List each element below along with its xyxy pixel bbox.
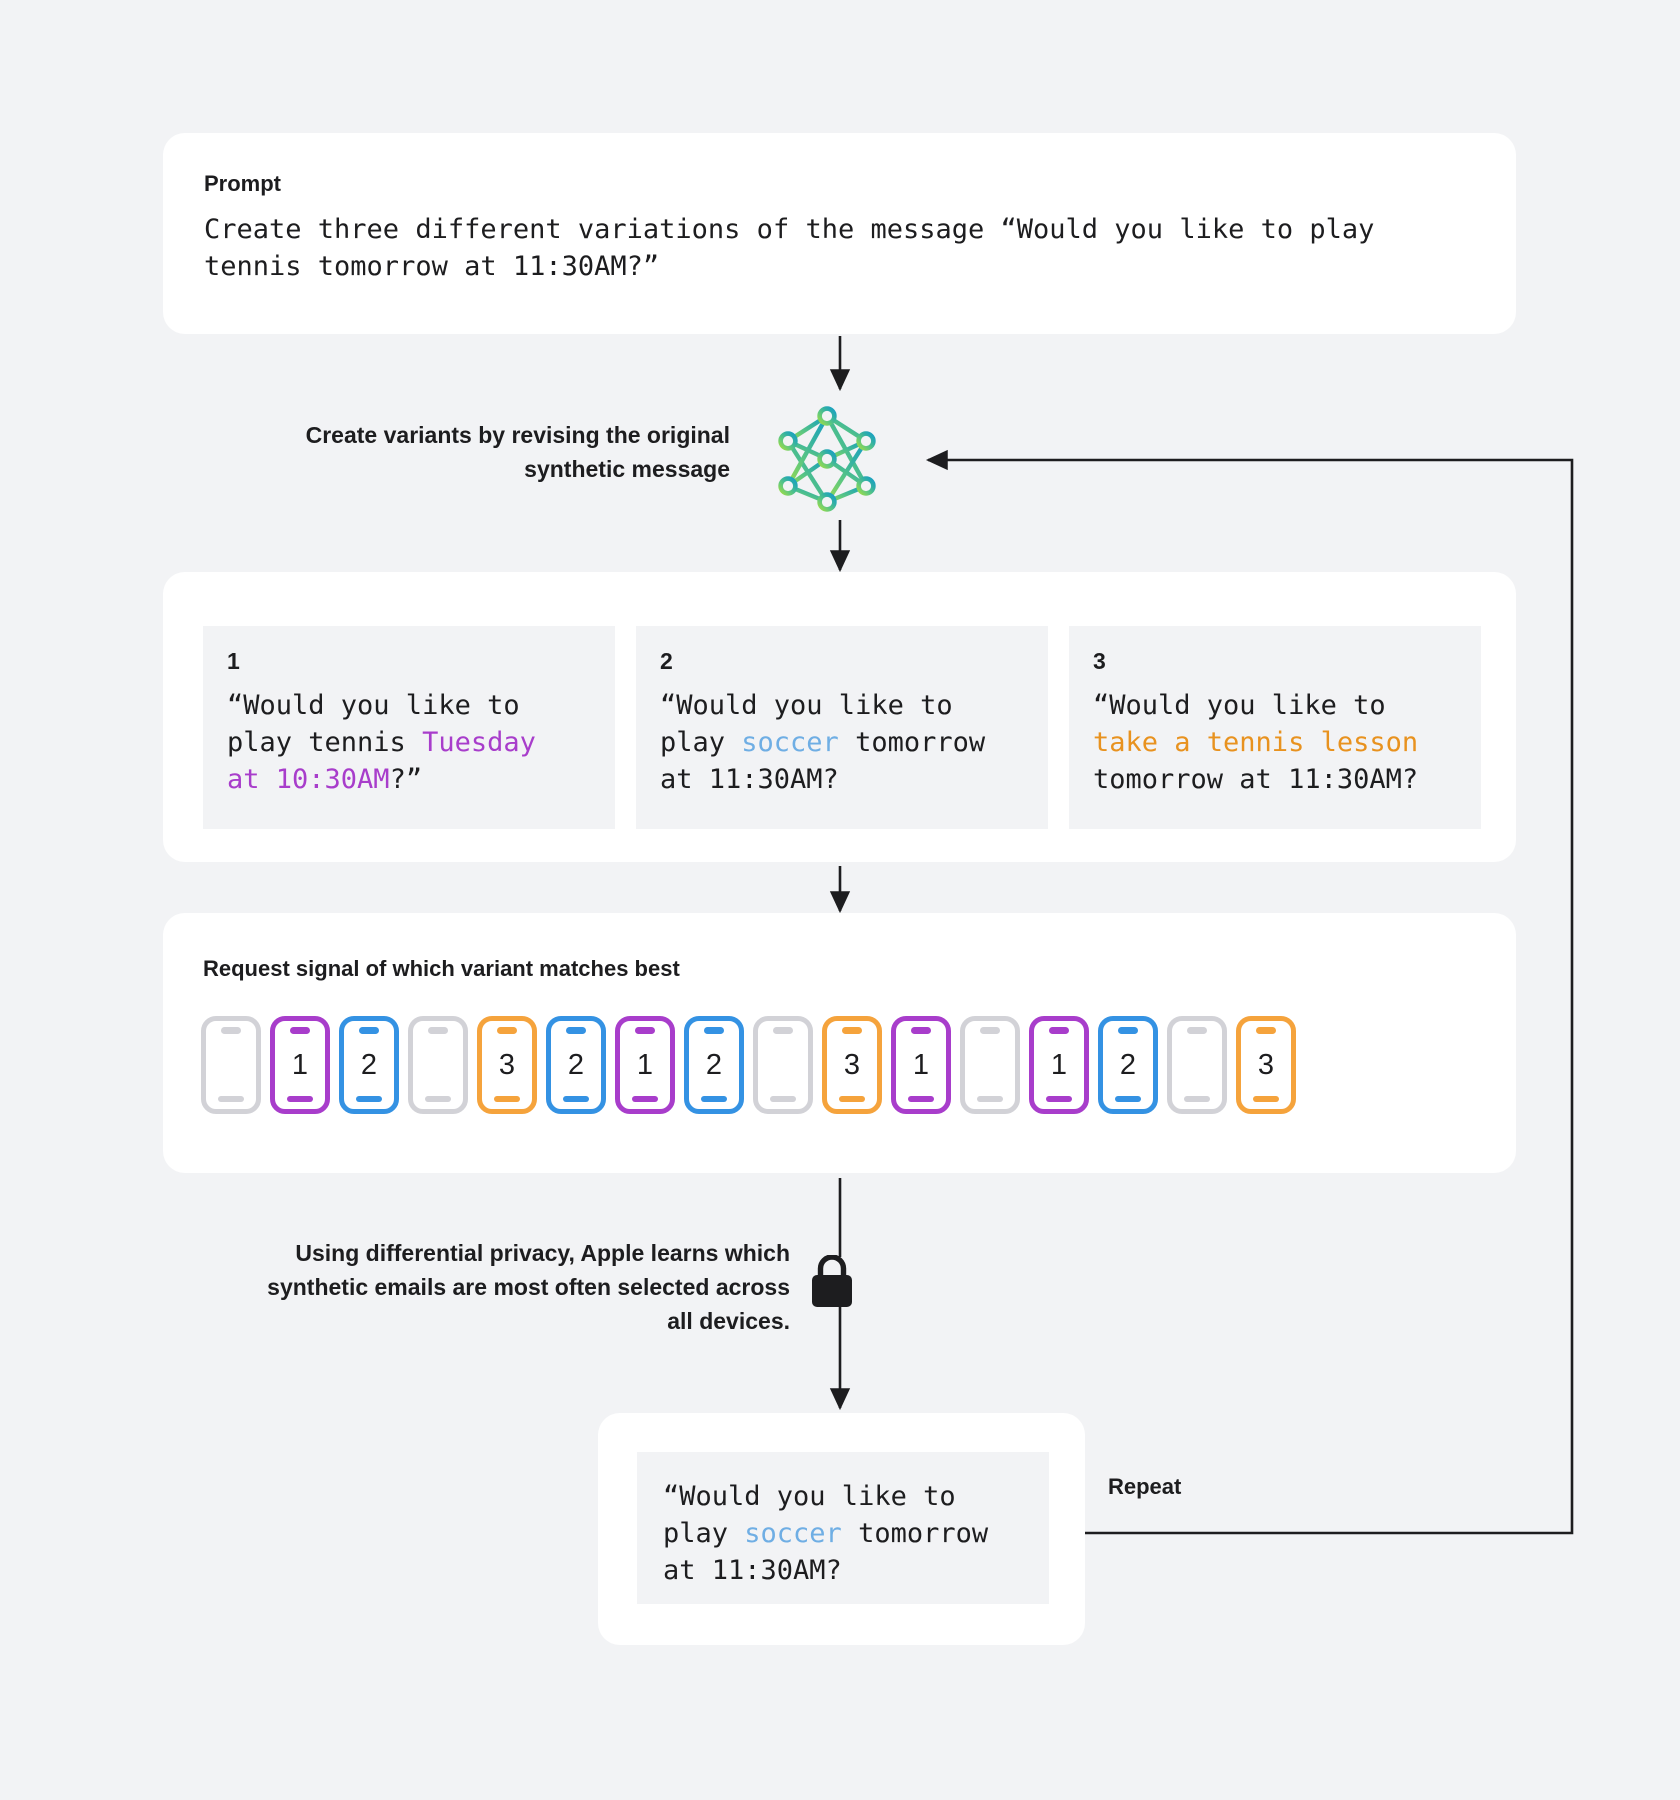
result-box: “Would you like to play soccer tomorrow … (637, 1452, 1049, 1604)
phone-notch-icon (980, 1027, 1000, 1034)
variant-number: 3 (1093, 648, 1106, 674)
device-phone-selected[interactable]: 2 (1098, 1016, 1158, 1114)
prompt-label: Prompt (204, 171, 281, 196)
device-phone-selected[interactable]: 3 (822, 1016, 882, 1114)
phone-notch-icon (773, 1027, 793, 1034)
variant-text-highlight: Tuesday at 10:30AM (227, 727, 536, 795)
phone-notch-icon (428, 1027, 448, 1034)
result-text-prefix: “Would you like to play (663, 1481, 956, 1549)
repeat-label: Repeat (1108, 1474, 1182, 1499)
phone-home-indicator-icon (425, 1096, 451, 1102)
device-phone-empty[interactable] (408, 1016, 468, 1114)
device-phone-selected[interactable]: 3 (477, 1016, 537, 1114)
device-phone-empty[interactable] (201, 1016, 261, 1114)
signal-card: Request signal of which variant matches … (163, 913, 1516, 1173)
device-phone-empty[interactable] (1167, 1016, 1227, 1114)
device-phone-selected[interactable]: 3 (1236, 1016, 1296, 1114)
variant-message: “Would you like to play soccer tomorrow … (660, 687, 1024, 798)
phone-variant-number: 2 (705, 1048, 723, 1081)
phone-notch-icon (704, 1027, 724, 1034)
phone-home-indicator-icon (701, 1096, 727, 1102)
device-phone-selected[interactable]: 1 (270, 1016, 330, 1114)
phone-notch-icon (1049, 1027, 1069, 1034)
phone-variant-number: 2 (360, 1048, 378, 1081)
result-text-suffix: tomorrow at 11:30AM? (663, 1518, 989, 1586)
variant-message: “Would you like to take a tennis lesson … (1093, 687, 1457, 798)
device-phone-selected[interactable]: 2 (339, 1016, 399, 1114)
phone-home-indicator-icon (287, 1096, 313, 1102)
prompt-text: Create three different variations of the… (204, 214, 1391, 282)
result-card: “Would you like to play soccer tomorrow … (598, 1413, 1085, 1645)
privacy-step-annotation: Using differential privacy, Apple learns… (267, 1240, 790, 1334)
device-phone-selected[interactable]: 2 (546, 1016, 606, 1114)
variant-text-suffix: tomorrow at 11:30AM? (660, 727, 986, 795)
phone-notch-icon (842, 1027, 862, 1034)
phone-home-indicator-icon (839, 1096, 865, 1102)
phone-notch-icon (359, 1027, 379, 1034)
phone-notch-icon (911, 1027, 931, 1034)
variant-text-prefix: “Would you like to (1093, 690, 1386, 721)
phone-variant-number: 1 (912, 1048, 930, 1081)
phone-home-indicator-icon (218, 1096, 244, 1102)
device-phone-selected[interactable]: 1 (615, 1016, 675, 1114)
variant-text-highlight: take a tennis lesson (1093, 727, 1419, 758)
phone-home-indicator-icon (1115, 1096, 1141, 1102)
phone-home-indicator-icon (770, 1096, 796, 1102)
prompt-card: Prompt Create three different variations… (163, 133, 1516, 334)
lock-icon (812, 1255, 852, 1307)
signal-title: Request signal of which variant matches … (203, 956, 680, 981)
phone-variant-number: 2 (567, 1048, 585, 1081)
variant-number: 1 (227, 648, 240, 674)
phone-variant-number: 1 (291, 1048, 309, 1081)
phone-variant-number: 2 (1119, 1048, 1137, 1081)
variant-number: 2 (660, 648, 673, 674)
neural-network-icon (778, 406, 876, 512)
phone-notch-icon (1256, 1027, 1276, 1034)
phone-home-indicator-icon (1253, 1096, 1279, 1102)
phone-home-indicator-icon (494, 1096, 520, 1102)
phone-variant-number: 3 (843, 1048, 861, 1081)
variant-text-prefix: “Would you like to play (660, 690, 953, 758)
phone-notch-icon (635, 1027, 655, 1034)
phone-notch-icon (497, 1027, 517, 1034)
phone-home-indicator-icon (908, 1096, 934, 1102)
phone-notch-icon (1187, 1027, 1207, 1034)
phone-variant-number: 3 (1257, 1048, 1275, 1081)
phone-home-indicator-icon (1184, 1096, 1210, 1102)
phone-notch-icon (290, 1027, 310, 1034)
variant-message: “Would you like to play tennis Tuesday a… (227, 687, 591, 798)
device-phone-selected[interactable]: 2 (684, 1016, 744, 1114)
variant-text-highlight: soccer (741, 727, 839, 758)
phone-notch-icon (566, 1027, 586, 1034)
device-phone-selected[interactable]: 1 (891, 1016, 951, 1114)
phone-home-indicator-icon (563, 1096, 589, 1102)
variants-card: 1 “Would you like to play tennis Tuesday… (163, 572, 1516, 862)
variant-box-2[interactable]: 2 “Would you like to play soccer tomorro… (636, 626, 1048, 829)
device-phone-empty[interactable] (753, 1016, 813, 1114)
variant-text-prefix: “Would you like to play tennis (227, 690, 520, 758)
result-message: “Would you like to play soccer tomorrow … (663, 1478, 1023, 1589)
variant-text-suffix: ?” (389, 764, 423, 795)
variant-box-3[interactable]: 3 “Would you like to take a tennis lesso… (1069, 626, 1481, 829)
phone-notch-icon (1118, 1027, 1138, 1034)
phone-notch-icon (221, 1027, 241, 1034)
result-text-highlight: soccer (744, 1518, 842, 1549)
phone-variant-number: 1 (1050, 1048, 1068, 1081)
generate-step-annotation: Create variants by revising the original… (305, 422, 730, 482)
phone-home-indicator-icon (977, 1096, 1003, 1102)
device-phone-selected[interactable]: 1 (1029, 1016, 1089, 1114)
phone-variant-number: 3 (498, 1048, 516, 1081)
device-signal-row: 1 2 3 2 1 2 3 1 1 2 3 (201, 1016, 1481, 1114)
variant-box-1[interactable]: 1 “Would you like to play tennis Tuesday… (203, 626, 615, 829)
device-phone-empty[interactable] (960, 1016, 1020, 1114)
phone-variant-number: 1 (636, 1048, 654, 1081)
variant-text-suffix: tomorrow at 11:30AM? (1093, 764, 1419, 795)
phone-home-indicator-icon (356, 1096, 382, 1102)
phone-home-indicator-icon (632, 1096, 658, 1102)
phone-home-indicator-icon (1046, 1096, 1072, 1102)
